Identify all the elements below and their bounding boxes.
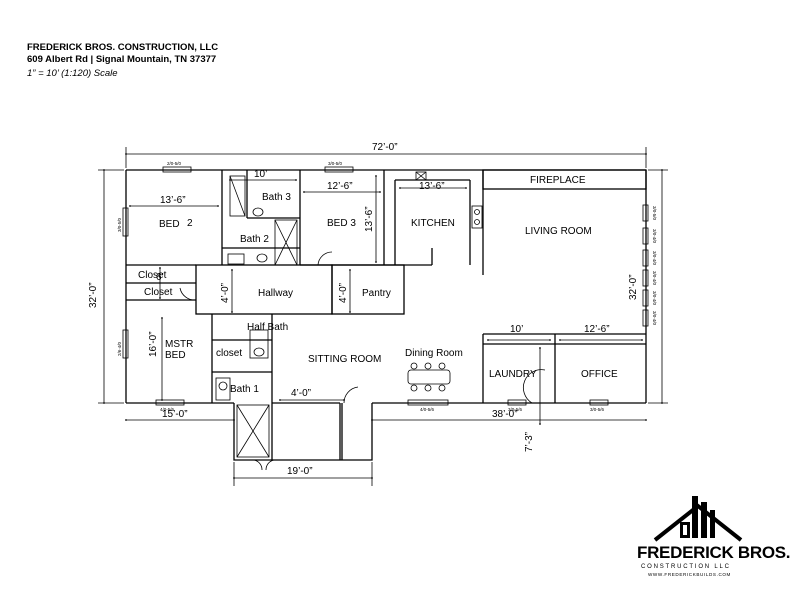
- window-label: 2/6-4/0: [117, 341, 122, 356]
- room-bath3: Bath 3: [262, 192, 291, 203]
- room-labels: BED 2 Bath 3 Bath 2 BED 3 KITCHEN FIREPL…: [138, 175, 618, 395]
- room-closet-1: Closet: [138, 270, 167, 281]
- window-label: 3/0-5/0: [328, 161, 343, 166]
- drawing-scale: 1” = 10’ (1:120) Scale: [27, 68, 118, 79]
- room-bed3: BED 3: [327, 218, 356, 229]
- room-bath1: Bath 1: [230, 384, 259, 395]
- company-name: FREDERICK BROS. CONSTRUCTION, LLC: [27, 42, 219, 53]
- dim-bed3-depth: 13’-6”: [364, 206, 375, 232]
- dim-right-run: 38’-0”: [492, 409, 518, 420]
- dim-right-depth: 32’-0”: [628, 274, 639, 300]
- room-pantry: Pantry: [362, 288, 391, 299]
- room-laundry: LAUNDRY: [489, 369, 537, 380]
- window-label: 3/0-5/6: [508, 407, 523, 412]
- interior-walls: [126, 169, 647, 460]
- window-label: 4/0-5/6: [420, 407, 435, 412]
- room-office: OFFICE: [581, 369, 618, 380]
- window-label: 3/0-5/6: [590, 407, 605, 412]
- room-master-2: BED: [165, 350, 186, 361]
- window-label: 3/0-4/0: [652, 311, 657, 326]
- exterior-walls: [125, 169, 647, 461]
- dim-bed2-width: 13’-6”: [160, 195, 186, 206]
- company-address: 609 Albert Rd | Signal Mountain, TN 3737…: [27, 54, 217, 65]
- room-bed2: BED: [159, 219, 180, 230]
- dim-bath3-width: 10’: [254, 169, 267, 180]
- room-bath2: Bath 2: [240, 234, 269, 245]
- dim-kitchen-width: 13’-6”: [419, 181, 445, 192]
- logo-subtitle: CONSTRUCTION LLC: [641, 564, 731, 570]
- room-sitting: SITTING ROOM: [308, 354, 381, 365]
- room-hallway: Hallway: [258, 288, 293, 299]
- dim-hallway-depth: 4’-0”: [220, 283, 231, 303]
- room-fireplace: FIREPLACE: [530, 175, 586, 186]
- window-label: 3/0-4/0: [652, 229, 657, 244]
- fixtures: [179, 171, 546, 471]
- company-logo: FREDERICK BROS. CONSTRUCTION LLC WWW.FRE…: [637, 496, 791, 577]
- dim-overall-width: 72’-0”: [372, 142, 398, 153]
- window-label: 3/0-5/0: [652, 206, 657, 221]
- window-label: 2/0-5/0: [167, 161, 182, 166]
- room-closet-2: Closet: [144, 287, 173, 298]
- dimension-lines: [98, 147, 668, 486]
- window-label: 3/0-4/0: [652, 291, 657, 306]
- dim-left-depth: 32’-0”: [88, 282, 99, 308]
- dim-porch-depth: 4’-0”: [291, 388, 311, 399]
- logo-url: WWW.FREDERICKBUILDS.COM: [648, 572, 731, 577]
- window-label: 3/0-4/0: [652, 251, 657, 266]
- room-half-bath: Half Bath: [247, 322, 288, 333]
- window-label: 3/0-4/0: [652, 271, 657, 286]
- room-dining: Dining Room: [405, 348, 463, 359]
- dim-bed3-width: 12’-6”: [327, 181, 353, 192]
- room-bed2-number: 2: [187, 218, 193, 229]
- room-living: LIVING ROOM: [525, 226, 592, 237]
- dim-bump-depth: 7’-3”: [524, 432, 535, 452]
- dimension-labels: 72’-0” 32’-0” 32’-0” 13’-6” 10’ 12’-6” 1…: [88, 142, 639, 477]
- dim-office-width: 12’-6”: [584, 324, 610, 335]
- dim-porch-width: 19’-0”: [287, 466, 313, 477]
- windows: 2/0-5/0 3/0-5/0 3/0-5/0 2/6-4/0 4/0-5/6 …: [117, 161, 657, 412]
- window-label: 3/0-5/0: [117, 217, 122, 232]
- logo-name: FREDERICK BROS.: [637, 543, 790, 562]
- dim-laundry-width: 10’: [510, 324, 523, 335]
- dim-closet-depth: 6’: [156, 272, 164, 283]
- room-closet-3: closet: [216, 348, 242, 359]
- dim-pantry-depth: 4’-0”: [338, 283, 349, 303]
- room-kitchen: KITCHEN: [411, 218, 455, 229]
- dim-mstr-width: 15’-0”: [162, 409, 188, 420]
- dim-mstr-depth: 16’-0”: [148, 331, 159, 357]
- window-label: 4/0-5/6: [160, 407, 175, 412]
- room-master-1: MSTR: [165, 339, 193, 350]
